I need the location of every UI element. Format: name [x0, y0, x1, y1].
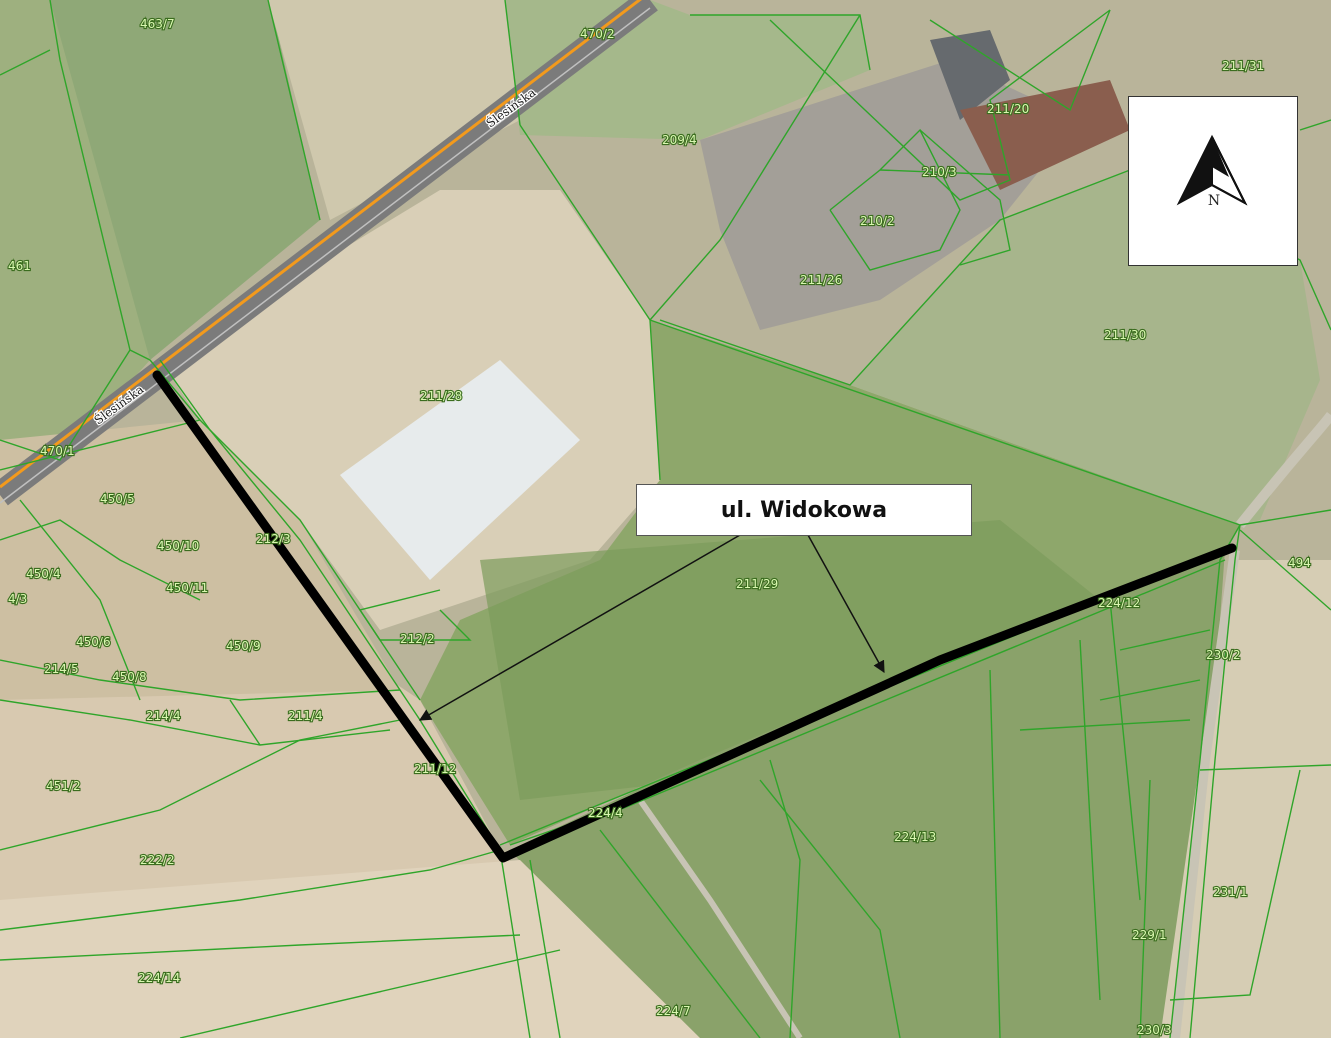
parcel-label: 4/3	[8, 592, 27, 606]
parcel-label: 211/29	[736, 577, 778, 591]
road-name-label: ul. Widokowa	[720, 497, 888, 523]
parcel-label: 450/6	[76, 635, 111, 649]
callout-arrow-right	[807, 534, 885, 674]
parcel-label: 470/2	[580, 27, 615, 41]
parcel-label: 450/4	[26, 567, 61, 581]
parcel-label: 211/28	[420, 389, 462, 403]
parcel-label: 211/30	[1104, 328, 1146, 342]
parcel-label: 210/2	[860, 214, 895, 228]
side-road	[1236, 412, 1331, 529]
parcel-label: 209/4	[662, 133, 697, 147]
parcel-label: 224/7	[656, 1004, 691, 1018]
parcel-label: 494	[1288, 556, 1311, 570]
parcel-label: 224/12	[1098, 596, 1140, 610]
parcel-label: 450/5	[100, 492, 135, 506]
parcel-label: 211/31	[1222, 59, 1264, 73]
north-arrow-icon	[1176, 134, 1248, 206]
parcel-label: 224/14	[138, 971, 180, 985]
north-letter: N	[1207, 193, 1221, 209]
parcel-label: 214/4	[146, 709, 181, 723]
parcel-label: 230/3	[1137, 1023, 1172, 1037]
side-road-south	[1170, 549, 1240, 1038]
road-name-callout: ul. Widokowa	[636, 484, 972, 536]
parcel-label: 224/13	[894, 830, 936, 844]
parcel-label: 210/3	[922, 165, 957, 179]
parcel-label: 450/11	[166, 581, 208, 595]
parcel-label: 211/12	[414, 762, 456, 776]
north-arrow-box: N	[1128, 96, 1298, 266]
parcel-label: 224/4	[588, 806, 623, 820]
parcel-label: 211/4	[288, 709, 323, 723]
parcel-label: 230/2	[1206, 648, 1241, 662]
main-road	[0, 0, 658, 506]
parcel-label: 450/9	[226, 639, 261, 653]
parcel-label: 222/2	[140, 853, 175, 867]
widokowa-road-line[interactable]	[152, 370, 1237, 863]
parcel-label: 451/2	[46, 779, 81, 793]
parcel-label: 450/10	[157, 539, 199, 553]
parcel-label: 229/1	[1132, 928, 1167, 942]
parcel-label: 463/7	[140, 17, 175, 31]
parcel-labels: 463/7 470/2 461 209/4 211/20 211/31 210/…	[7, 16, 1312, 1038]
parcel-label: 211/26	[800, 273, 842, 287]
path-allotments	[637, 798, 803, 1038]
parcel-label: 470/1	[40, 444, 75, 458]
parcel-label: 212/2	[400, 632, 435, 646]
parcel-label: 214/5	[44, 662, 79, 676]
parcel-label: 461	[8, 259, 31, 273]
parcel-label: 212/3	[256, 532, 291, 546]
parcel-label: 211/20	[987, 102, 1029, 116]
parcel-label: 231/1	[1213, 885, 1248, 899]
callout-arrow-left	[418, 534, 741, 721]
parcel-label: 450/8	[112, 670, 147, 684]
